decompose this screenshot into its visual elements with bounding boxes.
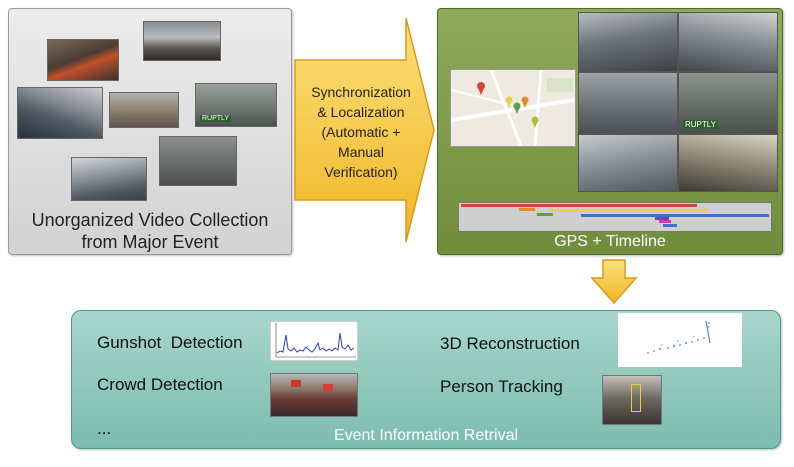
gunshot-waveform-image bbox=[270, 321, 358, 361]
timeline-bar-purple bbox=[655, 217, 669, 220]
map-roads bbox=[451, 70, 575, 146]
timeline-bar-yellow bbox=[549, 209, 709, 212]
map-pin-orange bbox=[521, 96, 529, 108]
ellipsis-label: ... bbox=[97, 419, 112, 438]
tracked-person-box bbox=[631, 384, 641, 412]
crowd-flag bbox=[323, 384, 333, 391]
video-thumbnail bbox=[109, 92, 179, 128]
timeline-bar-orange bbox=[519, 208, 535, 211]
video-frame bbox=[578, 72, 678, 134]
video-frame bbox=[578, 12, 678, 72]
synchronized-video-grid: RUPTLY bbox=[578, 12, 778, 192]
video-thumbnail bbox=[159, 136, 237, 186]
video-frame bbox=[678, 134, 778, 192]
gps-timeline-panel: RUPTLY GPS + Timeline bbox=[437, 8, 783, 255]
crowd-detection-label: Crowd Detection bbox=[97, 375, 223, 394]
ruptly-watermark: RUPTLY bbox=[200, 115, 232, 122]
timeline-bar-green bbox=[537, 213, 553, 216]
video-collection-caption: Unorganized Video Collection from Major … bbox=[31, 210, 269, 252]
video-thumbnail bbox=[47, 39, 119, 81]
gps-map bbox=[450, 69, 576, 147]
gps-timeline-caption: GPS + Timeline bbox=[554, 233, 666, 250]
video-frame bbox=[678, 12, 778, 72]
video-thumbnail: RUPTLY bbox=[195, 83, 277, 127]
crowd-flag bbox=[291, 380, 301, 387]
gunshot-detection-label: Gunshot Detection bbox=[97, 333, 243, 352]
video-frame: RUPTLY bbox=[678, 72, 778, 134]
sync-arrow bbox=[294, 17, 435, 243]
timeline-bar-blue-2 bbox=[663, 224, 677, 227]
map-pin-yellow bbox=[505, 96, 513, 108]
3d-reconstruction-image bbox=[618, 313, 742, 367]
video-thumbnail bbox=[17, 87, 103, 139]
video-frame bbox=[578, 134, 678, 192]
person-tracking-label: Person Tracking bbox=[440, 377, 563, 396]
down-arrow bbox=[590, 259, 638, 305]
person-tracking-image bbox=[602, 375, 662, 425]
ruptly-watermark: RUPTLY bbox=[683, 120, 718, 129]
timeline-bar-red bbox=[461, 204, 697, 207]
crowd-detection-image bbox=[270, 373, 358, 417]
map-pin-green bbox=[513, 102, 521, 114]
timeline-bar-blue bbox=[581, 214, 769, 217]
event-information-panel: Gunshot Detection Crowd Detection ... 3D… bbox=[71, 310, 781, 449]
map-pin-red bbox=[477, 82, 485, 95]
event-information-caption: Event Information Retrival bbox=[333, 427, 519, 444]
video-collection-panel: RUPTLY Unorganized Video Collection from… bbox=[8, 8, 292, 255]
3d-reconstruction-label: 3D Reconstruction bbox=[440, 334, 580, 353]
map-pin-lime bbox=[531, 116, 539, 128]
video-thumbnail bbox=[143, 21, 221, 61]
sync-timeline bbox=[458, 202, 772, 232]
timeline-bar-magenta bbox=[659, 220, 671, 223]
sync-label: Synchronization & Localization (Automati… bbox=[311, 84, 411, 180]
video-thumbnail bbox=[71, 157, 147, 201]
